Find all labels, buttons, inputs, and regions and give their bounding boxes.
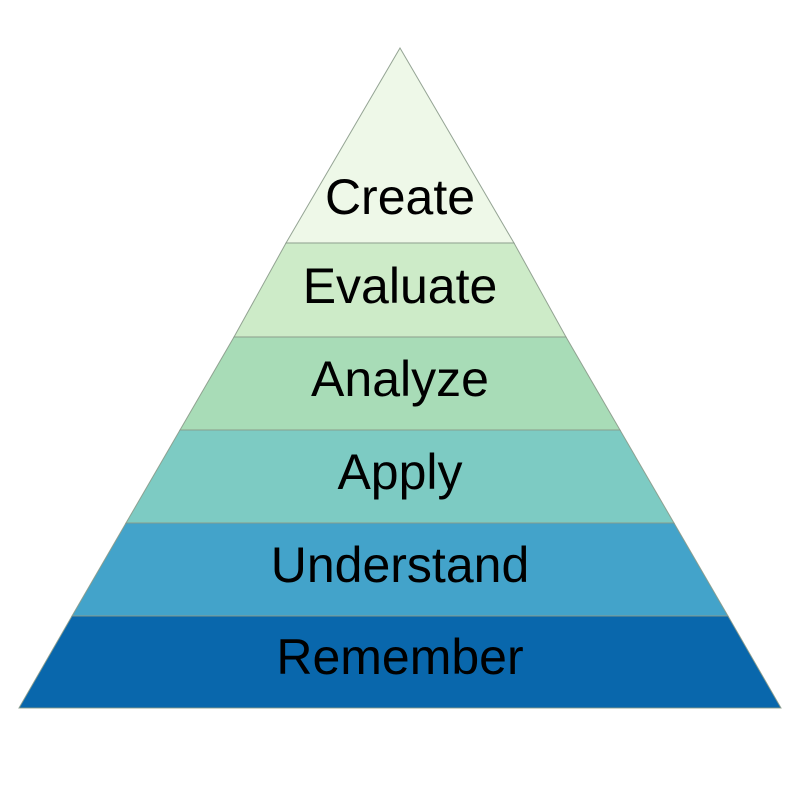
tier-label-apply: Apply <box>337 444 462 500</box>
pyramid-tier-analyze: Analyze <box>179 336 621 431</box>
tier-label-evaluate: Evaluate <box>303 258 498 314</box>
pyramid-tier-create: Create <box>285 47 515 244</box>
tier-label-create: Create <box>325 169 475 225</box>
pyramid-tier-understand: Understand <box>71 522 729 617</box>
tier-shape-remember <box>18 615 782 709</box>
tier-label-analyze: Analyze <box>311 351 489 407</box>
pyramid-tier-apply: Apply <box>125 429 675 524</box>
tier-label-remember: Remember <box>276 629 523 685</box>
tier-label-understand: Understand <box>271 537 530 593</box>
pyramid-tier-evaluate: Evaluate <box>233 242 567 338</box>
pyramid-tier-remember: Remember <box>18 615 782 709</box>
